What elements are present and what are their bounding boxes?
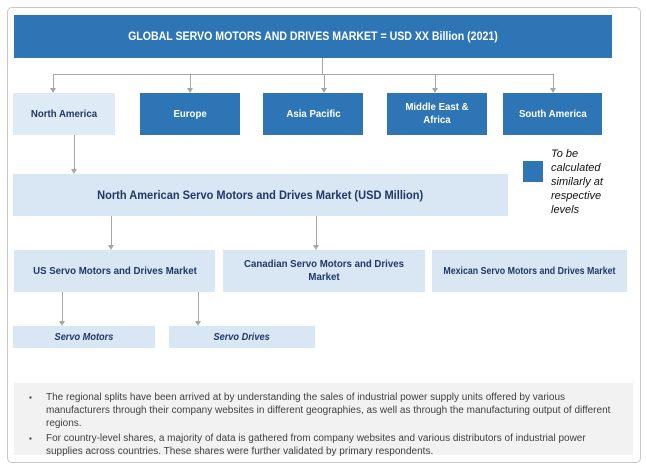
footnote-text: The regional splits have been arrived at… <box>46 392 611 429</box>
connector-arrow-icon <box>313 216 319 250</box>
banner-title: GLOBAL SERVO MOTORS AND DRIVES MARKET = … <box>128 30 498 43</box>
region-label: Europe <box>173 107 207 120</box>
footnote-item: ▪ The regional splits have been arrived … <box>29 392 619 430</box>
region-box-south-america: South America <box>503 93 602 135</box>
region-box-europe: Europe <box>140 93 240 135</box>
region-label: South America <box>518 107 587 120</box>
region-box-middle-east-africa: Middle East & Africa <box>387 93 487 135</box>
footnote-text: For country-level shares, a majority of … <box>46 433 586 458</box>
canadian-market-box: Canadian Servo Motors and Drives Market <box>223 250 425 292</box>
bullet-icon: ▪ <box>29 393 32 402</box>
region-label: North America <box>30 107 98 120</box>
legend-note: To be calculated similarly at respective… <box>551 148 603 216</box>
mexican-market-label: Mexican Servo Motors and Drives Market <box>443 264 616 277</box>
region-box-north-america: North America <box>13 93 115 135</box>
methodology-notes: ▪ The regional splits have been arrived … <box>14 383 633 457</box>
servo-motors-label: Servo Motors <box>54 331 114 343</box>
us-market-box: US Servo Motors and Drives Market <box>14 250 215 292</box>
bullet-icon: ▪ <box>29 434 32 444</box>
connector-arrow-icon <box>50 74 56 93</box>
footnote-item: ▪ For country-level shares, a majority o… <box>29 433 619 459</box>
connector-line <box>53 74 554 75</box>
mexican-market-box: Mexican Servo Motors and Drives Market <box>432 250 627 292</box>
north-american-market-box: North American Servo Motors and Drives M… <box>13 174 508 216</box>
servo-drives-box: Servo Drives <box>169 326 315 348</box>
canadian-market-label: Canadian Servo Motors and Drives Market <box>244 258 404 283</box>
connector-arrow-icon <box>59 292 65 326</box>
connector-line <box>322 58 323 74</box>
servo-motors-box: Servo Motors <box>13 326 155 348</box>
region-label: Middle East & Africa <box>405 101 469 126</box>
global-market-banner: GLOBAL SERVO MOTORS AND DRIVES MARKET = … <box>14 15 612 58</box>
connector-arrow-icon <box>195 292 201 326</box>
connector-arrow-icon <box>108 216 114 250</box>
connector-arrow-icon <box>550 74 556 93</box>
connector-arrow-icon <box>187 74 193 93</box>
legend-swatch <box>523 161 543 182</box>
region-box-asia-pacific: Asia Pacific <box>263 93 363 135</box>
connector-arrow-icon <box>432 74 438 93</box>
servo-drives-label: Servo Drives <box>213 331 271 343</box>
connector-arrow-icon <box>71 135 77 174</box>
outer-border <box>7 7 641 463</box>
connector-arrow-icon <box>321 74 327 93</box>
us-market-label: US Servo Motors and Drives Market <box>32 264 197 277</box>
north-american-market-label: North American Servo Motors and Drives M… <box>97 188 424 202</box>
region-label: Asia Pacific <box>285 107 341 120</box>
